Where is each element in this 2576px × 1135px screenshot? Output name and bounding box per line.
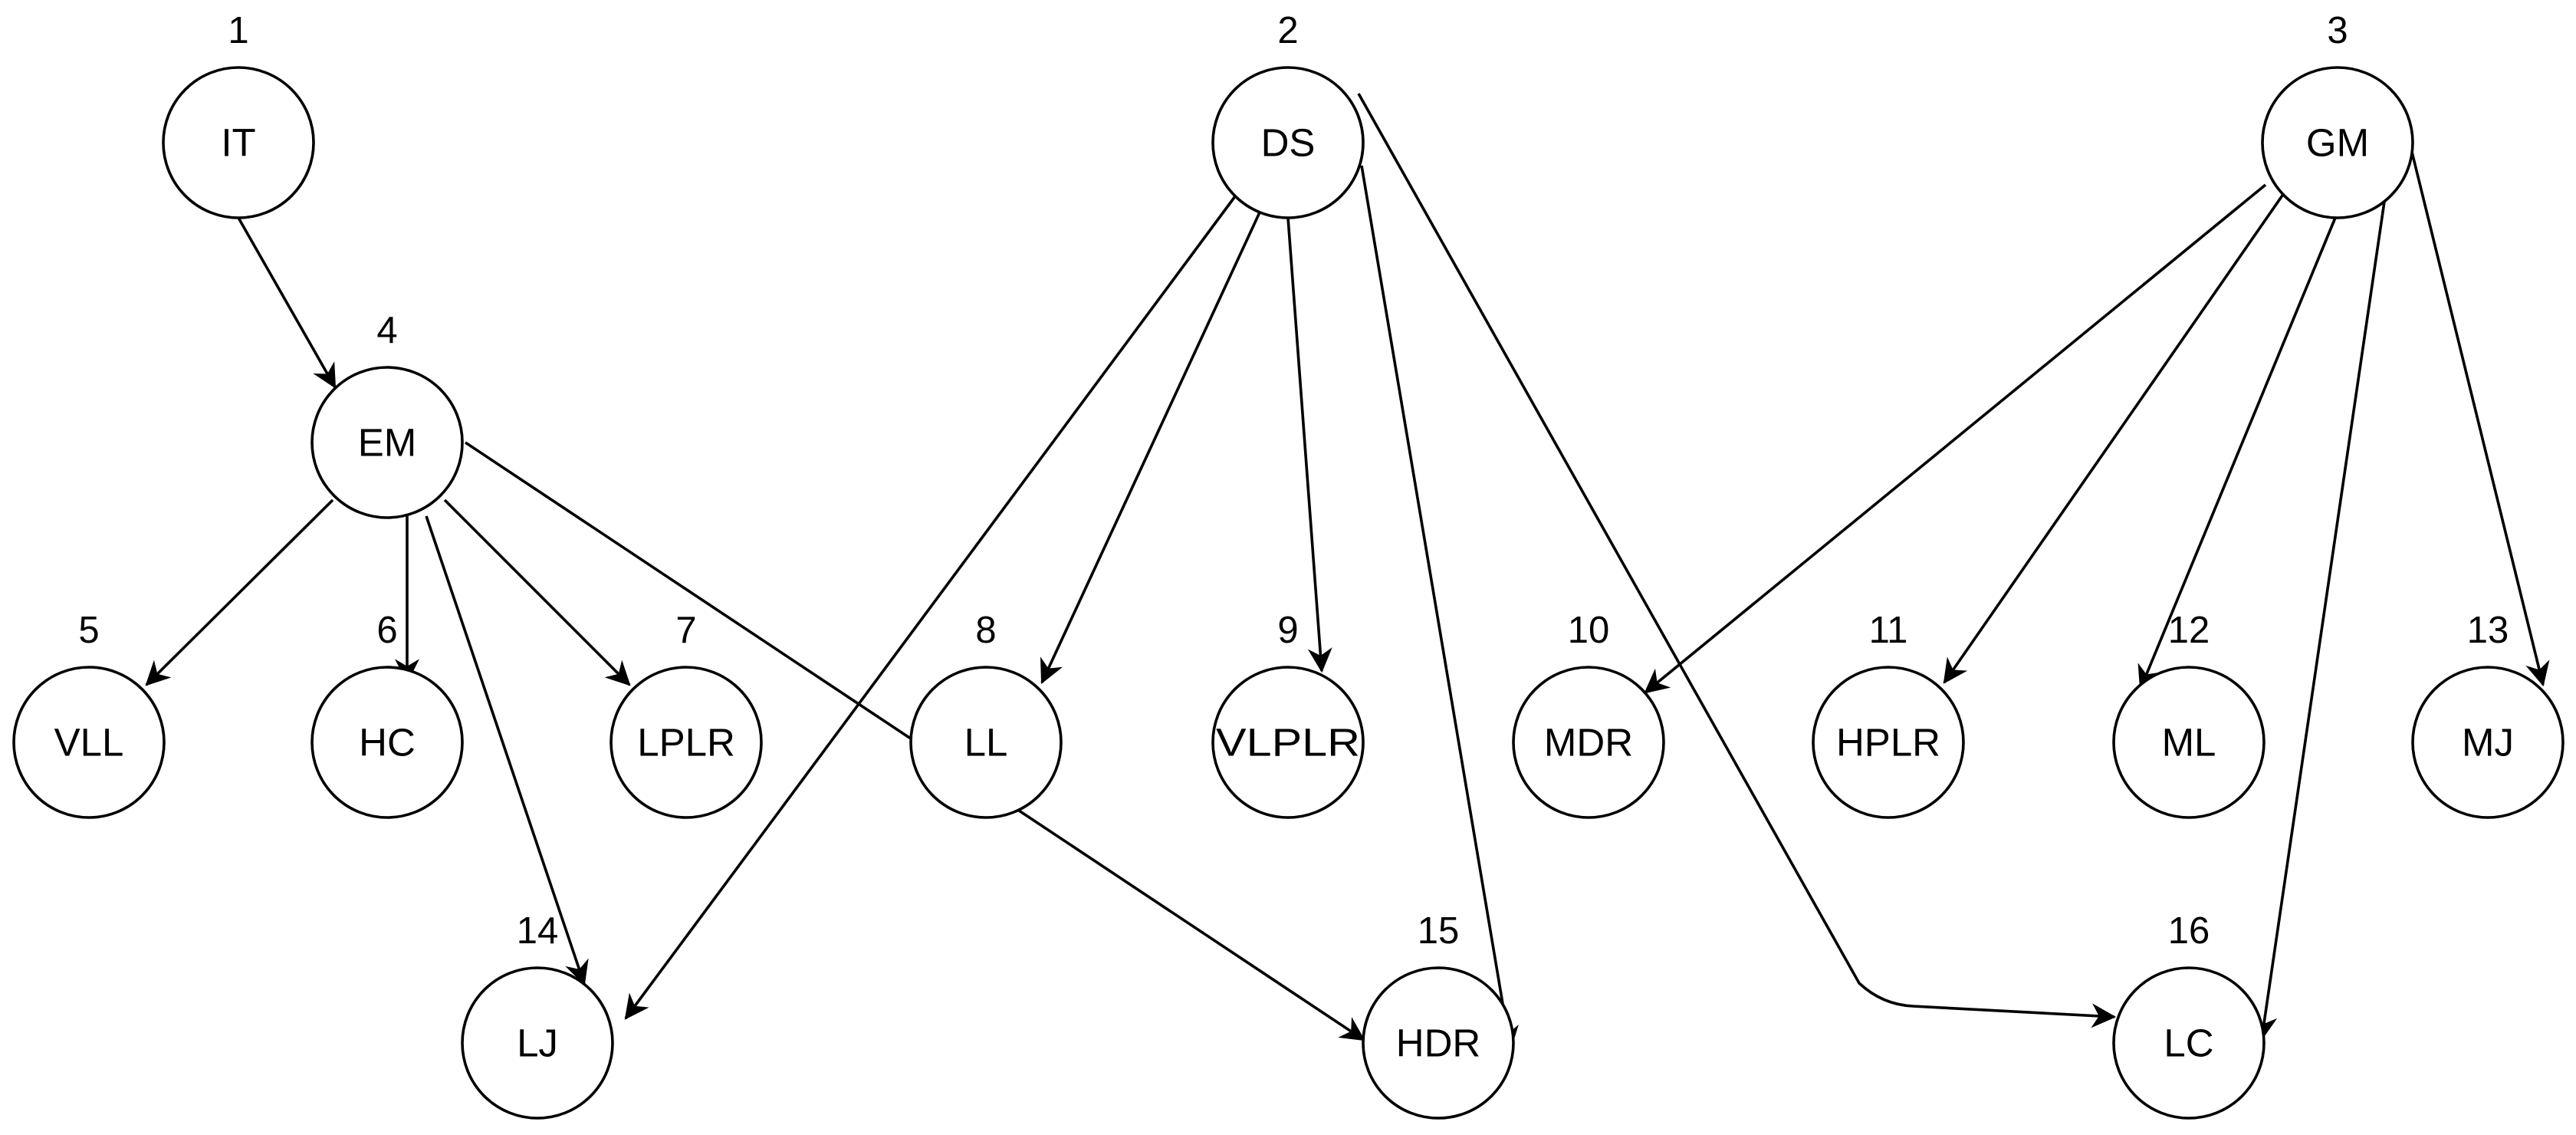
edge-4-7 (443, 498, 631, 686)
node-circle (2112, 966, 2266, 1120)
node-mdr: MDR 10 (1512, 610, 1665, 819)
node-it: IT 1 (162, 10, 315, 219)
node-label: VLPLR (1216, 721, 1360, 765)
node-circle (1362, 966, 1515, 1120)
node-circle (610, 666, 763, 819)
edge-3-16 (2252, 201, 2386, 1041)
node-label: HPLR (1836, 721, 1940, 765)
node-hdr: HDR 15 (1362, 910, 1515, 1120)
edge-3-10 (1644, 183, 2267, 694)
node-circle (2411, 666, 2564, 819)
node-lc: LC 16 (2112, 910, 2266, 1120)
node-circle (461, 966, 614, 1120)
node-label: HC (359, 721, 416, 765)
edge-2-9 (1286, 217, 1332, 673)
node-number: 10 (1568, 610, 1610, 651)
node-circle (909, 666, 1063, 819)
node-circle (1512, 666, 1665, 819)
node-number: 12 (2168, 610, 2210, 651)
node-label: LJ (517, 1022, 558, 1065)
node-hplr: HPLR 11 (1812, 610, 1965, 819)
node-number: 9 (1277, 610, 1298, 651)
node-circle (310, 666, 464, 819)
node-number: 6 (376, 610, 397, 651)
node-label: MDR (1544, 721, 1633, 765)
node-circle (12, 666, 166, 819)
node-vll: VLL 5 (12, 610, 166, 819)
node-ml: ML 12 (2112, 610, 2266, 819)
node-label: MJ (2462, 721, 2514, 765)
node-label: IT (221, 121, 255, 165)
node-lj: LJ 14 (461, 910, 614, 1120)
edge-2-8 (1040, 212, 1261, 684)
node-em: EM 4 (310, 310, 464, 519)
node-circle (2261, 66, 2414, 219)
node-label: ML (2162, 721, 2216, 765)
node-circle (1211, 66, 1365, 219)
node-number: 8 (975, 610, 996, 651)
edge-3-12 (2137, 217, 2337, 691)
node-number: 15 (1418, 910, 1460, 952)
node-number: 16 (2168, 910, 2210, 952)
node-number: 1 (228, 10, 248, 51)
node-circle (310, 366, 464, 519)
edge-1-4 (237, 217, 337, 389)
edges (145, 93, 2550, 1051)
node-label: EM (358, 421, 417, 465)
node-label: LPLR (637, 721, 735, 765)
node-number: 5 (78, 610, 99, 651)
node-number: 11 (1869, 610, 1908, 651)
node-ds: DS 2 (1211, 10, 1365, 219)
node-ll: LL 8 (909, 610, 1063, 819)
node-circle (162, 66, 315, 219)
node-label: HDR (1396, 1022, 1481, 1065)
edge-3-13 (2408, 142, 2550, 687)
node-label: LC (2164, 1022, 2213, 1065)
node-number: 7 (675, 610, 696, 651)
edge-2-16 (1357, 93, 2117, 1028)
nodes: IT1DS2GM3EM4VLL5HC6LPLR7LL8VLPLR9MDR10HP… (12, 10, 2564, 1120)
edge-2-15 (1360, 165, 1519, 1051)
node-number: 4 (376, 310, 397, 351)
node-lplr: LPLR 7 (610, 610, 763, 819)
node-number: 3 (2327, 10, 2348, 51)
edge-2-14 (624, 195, 1237, 1020)
node-label: GM (2306, 121, 2369, 165)
edge-4-5 (145, 498, 334, 686)
node-label: VLL (54, 721, 124, 765)
node-circle (1812, 666, 1965, 819)
node-hc: HC 6 (310, 610, 464, 819)
node-mj: MJ 13 (2411, 610, 2564, 819)
edge-4-14 (425, 515, 589, 986)
node-vlplr: VLPLR 9 (1211, 610, 1365, 819)
node-circle (1211, 666, 1365, 819)
node-number: 14 (517, 910, 559, 952)
node-circle (2112, 666, 2266, 819)
node-number: 13 (2467, 610, 2509, 651)
node-label: DS (1261, 121, 1316, 165)
node-label: LL (964, 721, 1008, 765)
edge-3-11 (1943, 192, 2285, 684)
node-number: 2 (1277, 10, 1298, 51)
node-gm: GM 3 (2261, 10, 2414, 219)
